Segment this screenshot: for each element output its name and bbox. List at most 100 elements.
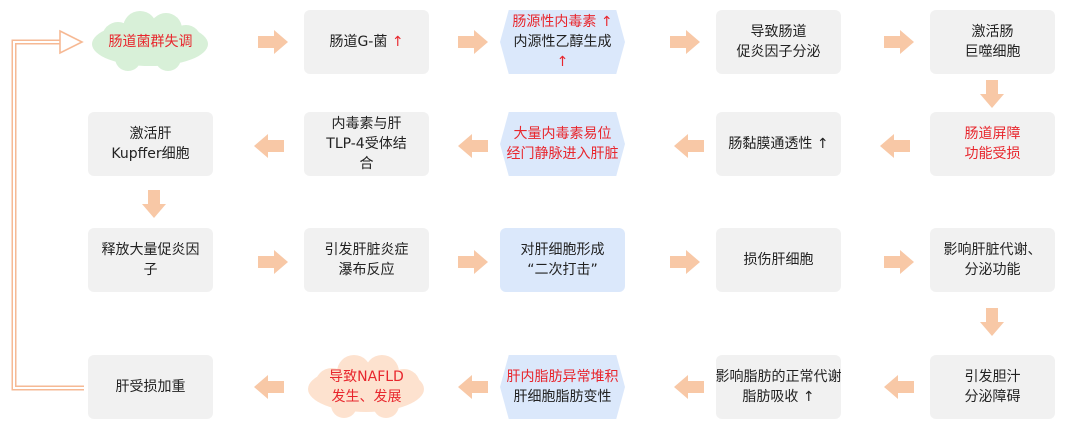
node-text: 肠源性内毒素 ↑ 内源性乙醇生成 ↑ [512,12,612,72]
node-text-segment: 巨噬细胞 [964,44,1021,60]
node-text-segment: 影响脂肪的正常代谢 [715,369,842,385]
node-line: 肝受损加重 [116,377,186,397]
node-n18: 肝内脂肪异常堆积肝细胞脂肪变性 [500,355,625,419]
node-line: 肠道屏障 [965,124,1021,144]
arrow-down [980,80,1004,108]
arrow-right [884,250,914,274]
node-n16: 肝受损加重 [88,355,213,419]
node-n3: 肠源性内毒素 ↑ 内源性乙醇生成 ↑ [500,10,625,74]
node-line: 瀑布反应 [325,260,409,280]
node-line: 释放大量促炎因 [102,240,200,260]
node-n2: 肠道G-菌 ↑ [304,10,429,74]
node-n1: 肠道菌群失调 [88,10,213,74]
arrow-left [674,134,704,158]
node-text: 肠黏膜通透性 ↑ [728,134,828,154]
node-text-segment: 肠道屏障 [964,126,1021,142]
node-line: 肠黏膜通透性 ↑ [728,134,828,154]
node-text-segment: 促炎因子分泌 [736,44,821,60]
node-line: 影响肝脏代谢、 [944,240,1042,260]
arrow-down [142,190,166,218]
arrow-right [258,30,288,54]
node-text-segment: 脂肪吸收 ↑ [742,389,815,405]
node-line: 内源性乙醇生成 [512,32,612,52]
node-text-segment: 分泌障碍 [964,389,1021,405]
node-line: 巨噬细胞 [965,42,1021,62]
node-text-segment: 引发肝脏炎症 [324,242,409,258]
node-text-segment: 瀑布反应 [338,262,395,278]
node-n17: 导致NAFLD 发生、发展 [304,355,429,419]
node-line: 分泌功能 [944,260,1042,280]
node-text: 引发肝脏炎症瀑布反应 [325,240,409,280]
node-line: 肠道菌群失调 [109,32,193,52]
node-text-segment: Kupffer细胞 [111,146,190,162]
arrow-left [254,375,284,399]
node-text-segment: 肠黏膜通透性 ↑ [728,136,829,152]
cloud-shape [308,355,424,418]
arrow-down [980,308,1004,336]
node-text: 导致NAFLD 发生、发展 [329,367,404,407]
node-line: 激活肝 [111,124,189,144]
arrow-right [884,30,914,54]
arrow-right [670,30,700,54]
node-line: 肝内脂肪异常堆积 [507,367,619,387]
node-n8: 大量内毒素易位经门静脉进入肝脏 [500,112,625,176]
node-text: 影响肝脏代谢、分泌功能 [944,240,1042,280]
node-line: 对肝细胞形成 [521,240,605,260]
node-text-segment: ↑ [391,34,404,50]
node-text-segment: 分泌功能 [964,262,1021,278]
node-line: 肠源性内毒素 ↑ [512,12,612,32]
node-line: 激活肠 [965,22,1021,42]
node-text: 引发胆汁分泌障碍 [965,367,1021,407]
node-text: 对肝细胞形成“二次打击” [521,240,605,280]
node-text: 激活肝 Kupffer细胞 [111,124,189,164]
node-text-segment: 引发胆汁 [964,369,1021,385]
node-text-segment: 大量内毒素易位 [513,126,612,142]
node-text: 影响脂肪的正常代谢脂肪吸收 ↑ [716,367,842,407]
node-text-segment: 肠道菌群失调 [108,34,193,50]
node-text-segment: 肝受损加重 [115,379,186,395]
node-text-segment: 影响肝脏代谢、 [943,242,1042,258]
node-text-segment: 激活肝 [129,126,172,142]
node-line: Kupffer细胞 [111,144,189,164]
node-line: 导致NAFLD [329,367,404,387]
node-line: 肝细胞脂肪变性 [507,387,619,407]
arrow-right [670,250,700,274]
node-text: 肝受损加重 [116,377,186,397]
node-line: 肠道G-菌 ↑ [329,32,403,52]
node-text-segment: TLP-4受体结 [326,136,407,152]
node-line: 子 [102,260,200,280]
cloud-shape [92,11,208,71]
node-line: TLP-4受体结 [326,134,406,154]
node-n14: 损伤肝细胞 [716,228,841,292]
node-text: 肠道菌群失调 [109,32,193,52]
node-text-segment: 肠道G-菌 [329,34,392,50]
arrow-right [258,250,288,274]
arrow-left [884,375,914,399]
node-text-segment: 对肝细胞形成 [520,242,605,258]
arrow-left [458,134,488,158]
node-text-segment: 导致肠道 [750,24,807,40]
node-line: 发生、发展 [329,387,404,407]
node-text-segment: 导致NAFLD [329,369,404,385]
node-n20: 引发胆汁分泌障碍 [930,355,1055,419]
node-text: 肠道G-菌 ↑ [329,32,403,52]
node-line: 经门静脉进入肝脏 [507,144,619,164]
node-text: 激活肠巨噬细胞 [965,22,1021,62]
node-text: 肠道屏障功能受损 [965,124,1021,164]
node-n15: 影响肝脏代谢、分泌功能 [930,228,1055,292]
node-line: 影响脂肪的正常代谢 [716,367,842,387]
node-n12: 引发肝脏炎症瀑布反应 [304,228,429,292]
arrow-left [674,375,704,399]
node-line: 损伤肝细胞 [744,250,814,270]
node-line: 大量内毒素易位 [507,124,619,144]
node-line: 引发肝脏炎症 [325,240,409,260]
node-line: ↑ [512,52,612,72]
node-text-segment: 经门静脉进入肝脏 [506,146,619,162]
node-text: 肝内脂肪异常堆积肝细胞脂肪变性 [507,367,619,407]
node-text-segment: 肝内脂肪异常堆积 [506,369,619,385]
node-text: 释放大量促炎因子 [102,240,200,280]
node-text-segment: 内源性乙醇生成 [513,34,612,50]
